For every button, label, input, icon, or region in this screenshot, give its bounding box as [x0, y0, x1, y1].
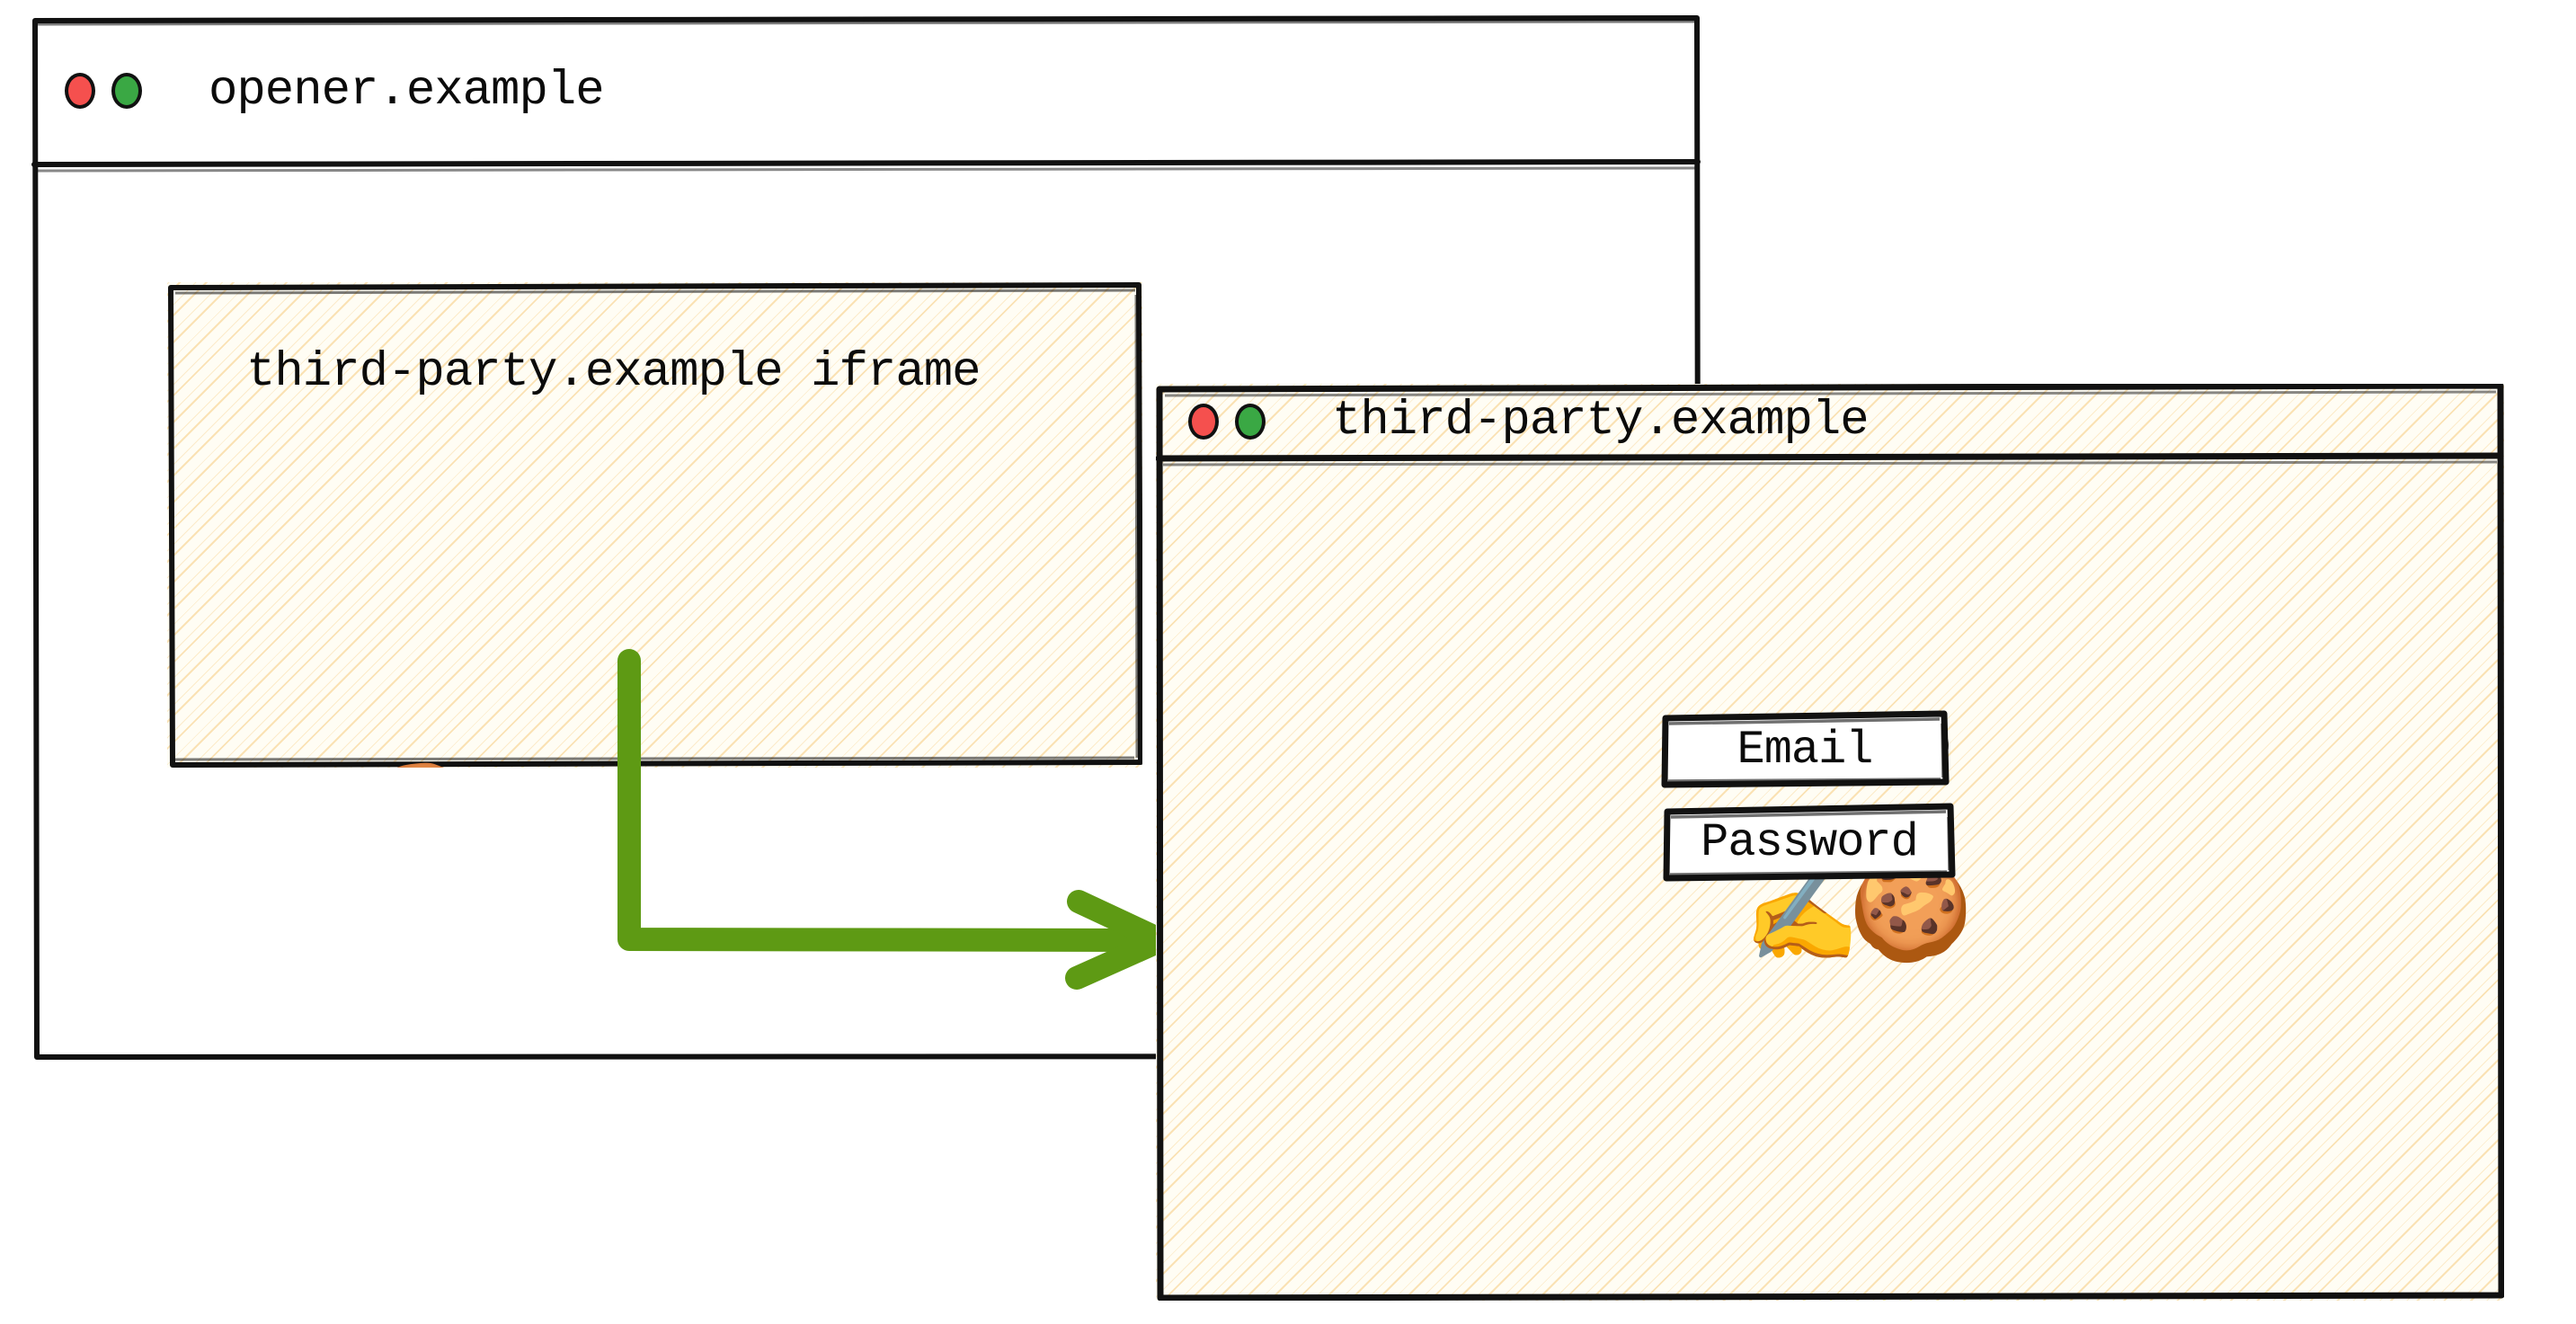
opener-window-title: opener.example	[209, 63, 605, 119]
popup-window: third-party.example Email Password	[1156, 384, 2504, 1301]
close-dot[interactable]	[65, 73, 95, 109]
popup-titlebar: third-party.example	[1156, 384, 2504, 458]
password-field-label: Password	[1701, 815, 1919, 869]
minimize-dot[interactable]	[1235, 403, 1266, 440]
password-field[interactable]: Password	[1663, 803, 1956, 882]
opener-traffic-lights[interactable]	[65, 73, 142, 109]
opener-titlebar: opener.example	[32, 16, 1701, 165]
third-party-iframe: third-party.example iframe 🍪 lo	[167, 282, 1142, 768]
email-field-label: Email	[1737, 723, 1873, 777]
cookie-icon: 🍪	[1848, 850, 1974, 967]
writing-hand-icon: ✍️	[1744, 859, 1861, 969]
minimize-dot[interactable]	[111, 73, 142, 109]
popup-traffic-lights[interactable]	[1188, 403, 1266, 440]
close-dot[interactable]	[1188, 403, 1219, 440]
iframe-label: third-party.example iframe	[246, 345, 982, 400]
popup-window-title: third-party.example	[1332, 394, 1870, 449]
